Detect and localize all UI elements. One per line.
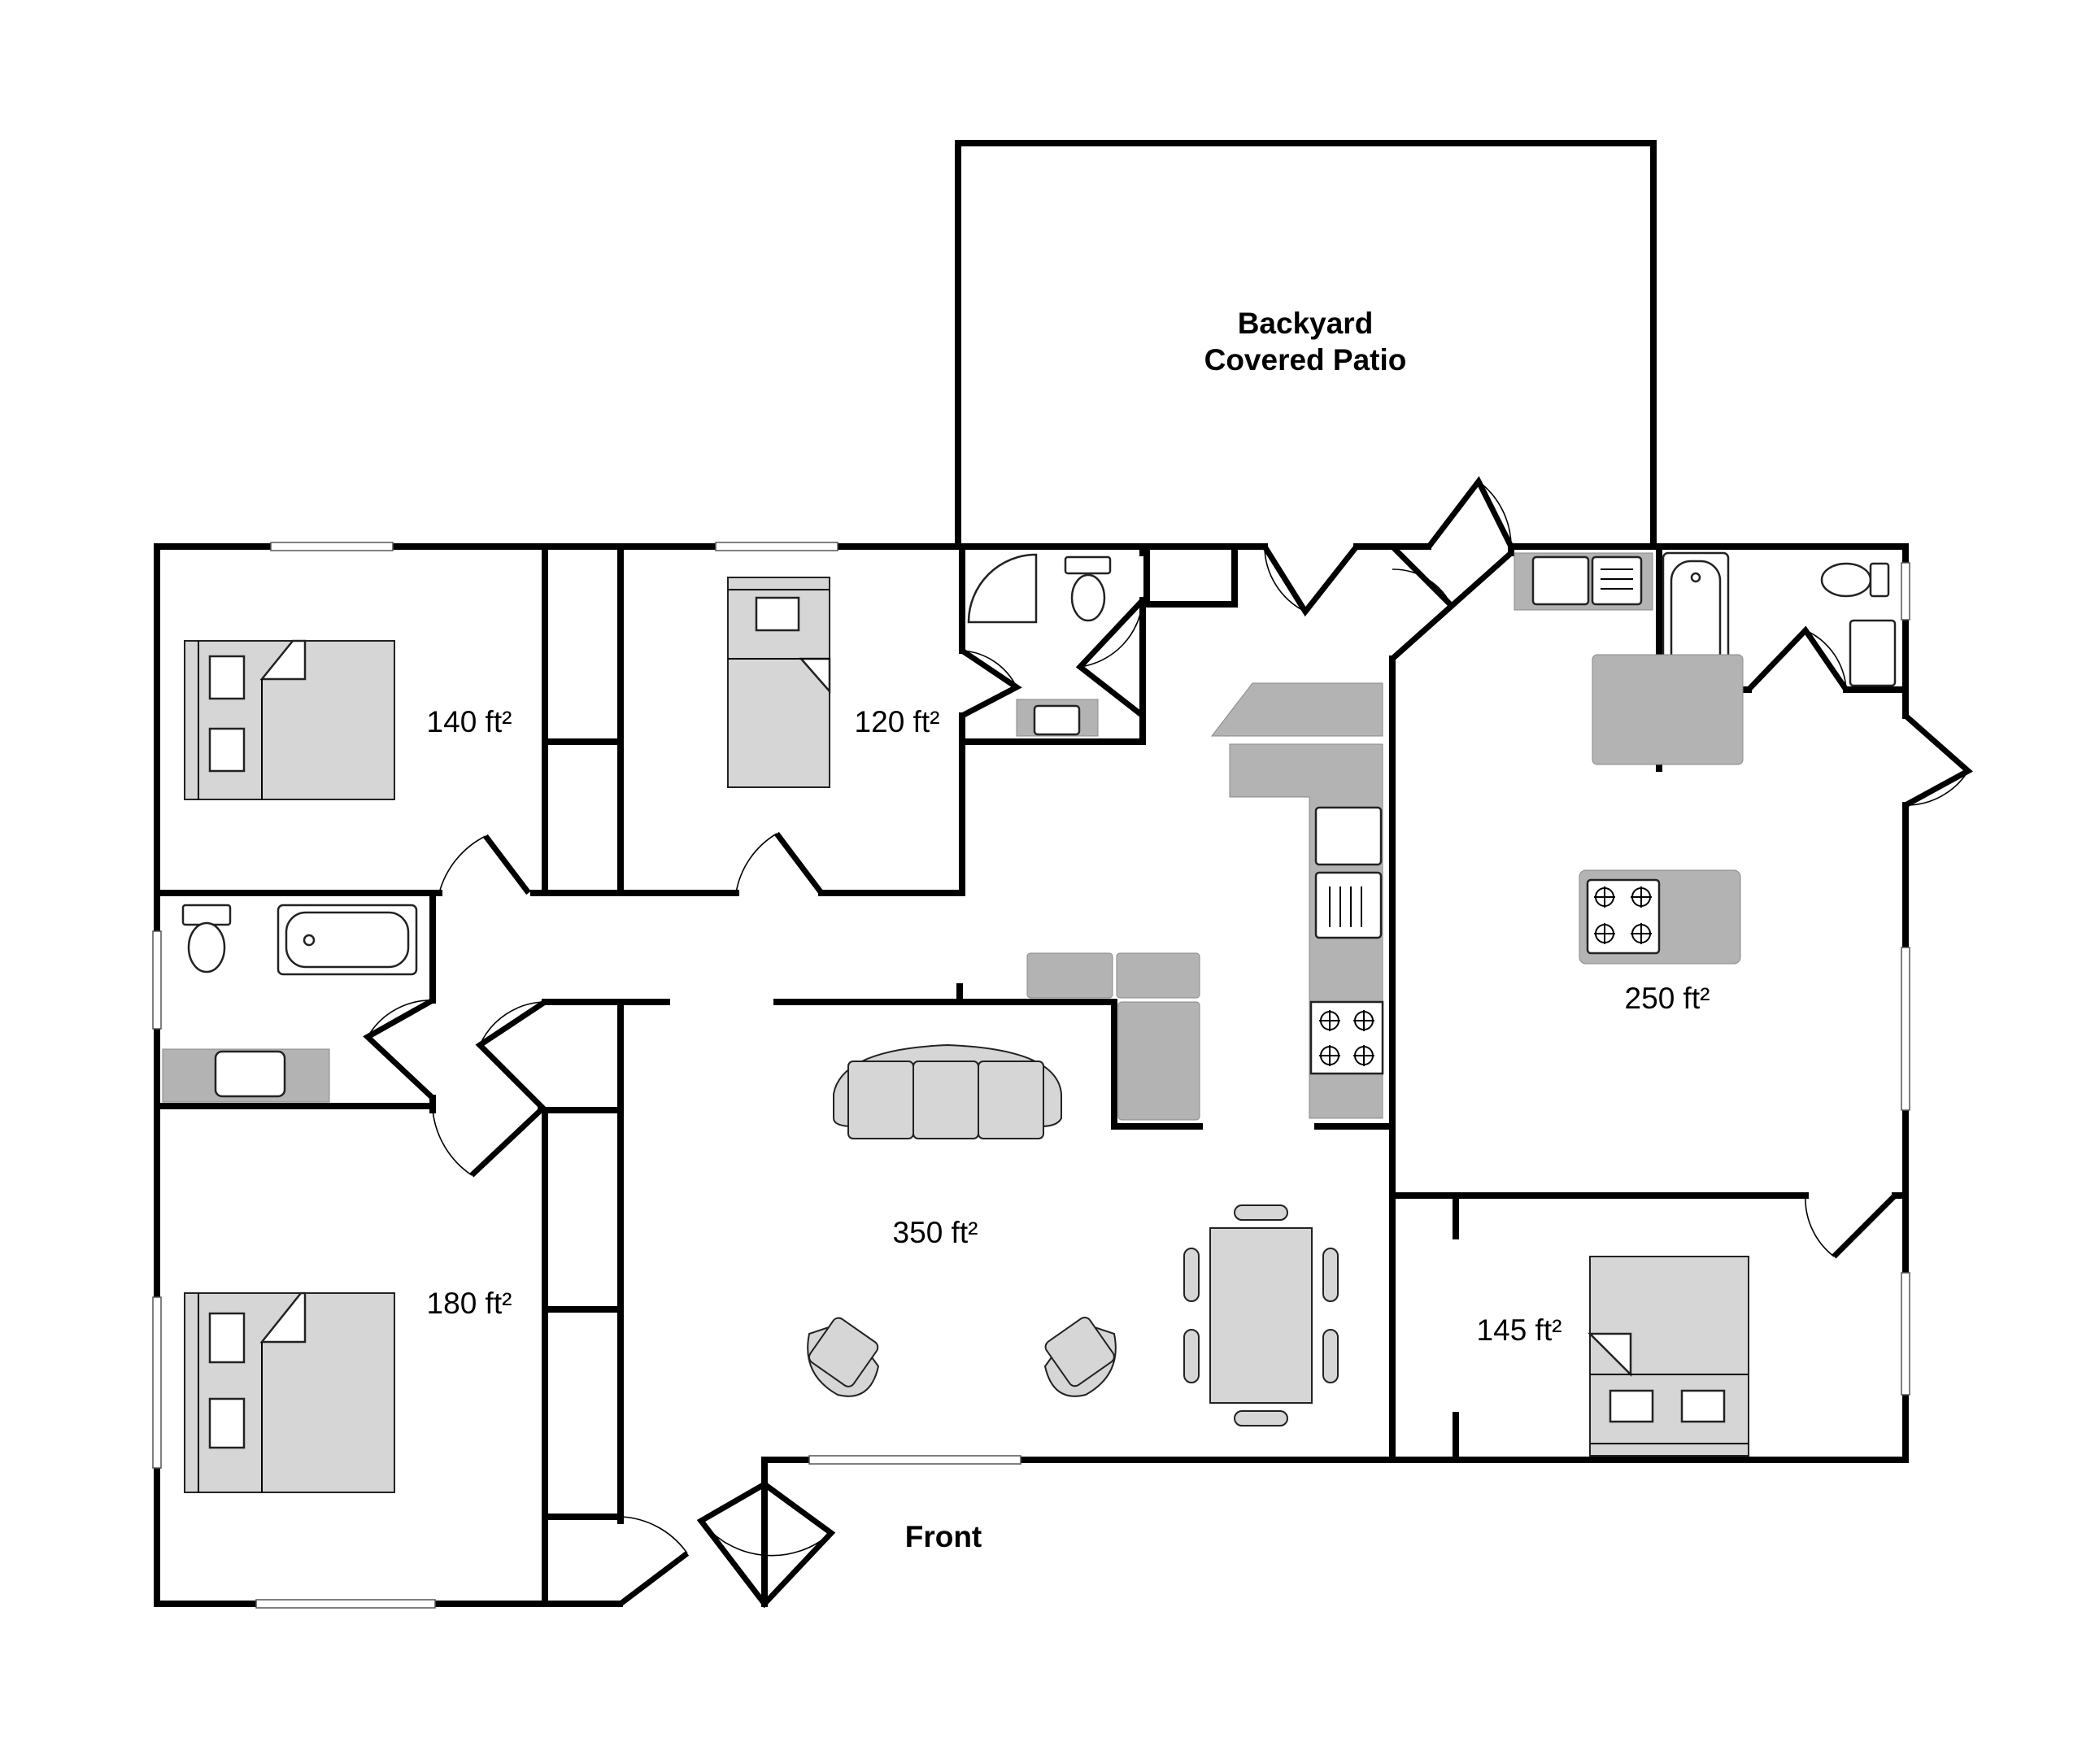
windows	[152, 542, 1910, 1609]
window	[152, 930, 162, 1030]
dining-table	[1183, 1204, 1339, 1426]
kitchen-counter	[1592, 654, 1744, 765]
bed	[184, 1291, 395, 1493]
kitchen-sink	[1514, 552, 1653, 611]
room-area-bedroom-4: 145 ft²	[1477, 1313, 1562, 1347]
bed	[1587, 1256, 1749, 1457]
backyard-patio	[955, 140, 1657, 550]
armchair	[1043, 1317, 1117, 1397]
front-label: Front	[905, 1520, 982, 1553]
room-area-kitchen: 250 ft²	[1625, 982, 1710, 1015]
window	[1901, 1272, 1910, 1396]
room-area-living: 350 ft²	[893, 1216, 978, 1249]
bathroom-fixtures	[162, 904, 418, 1103]
window	[1901, 947, 1910, 1111]
patio-label-line2: Covered Patio	[1204, 343, 1407, 377]
room-area-bedroom-3: 180 ft²	[427, 1287, 512, 1320]
armchair	[807, 1317, 880, 1397]
kitchen-counter	[1210, 682, 1384, 1119]
room-area-bedroom-2: 120 ft²	[855, 705, 940, 738]
sectional	[1026, 952, 1200, 1121]
bed	[727, 577, 831, 788]
window	[808, 1455, 1021, 1465]
window	[270, 542, 394, 551]
bathroom-fixtures	[967, 553, 1112, 737]
room-area-bedroom-1: 140 ft²	[427, 705, 512, 738]
window	[715, 542, 838, 551]
bed	[184, 639, 395, 800]
window	[152, 1296, 162, 1469]
doors[interactable]	[363, 476, 1974, 1609]
window	[255, 1599, 436, 1609]
window	[1901, 562, 1910, 621]
patio-label-line1: Backyard	[1238, 307, 1374, 340]
sofa	[833, 1043, 1062, 1139]
kitchen-island	[1579, 869, 1741, 965]
